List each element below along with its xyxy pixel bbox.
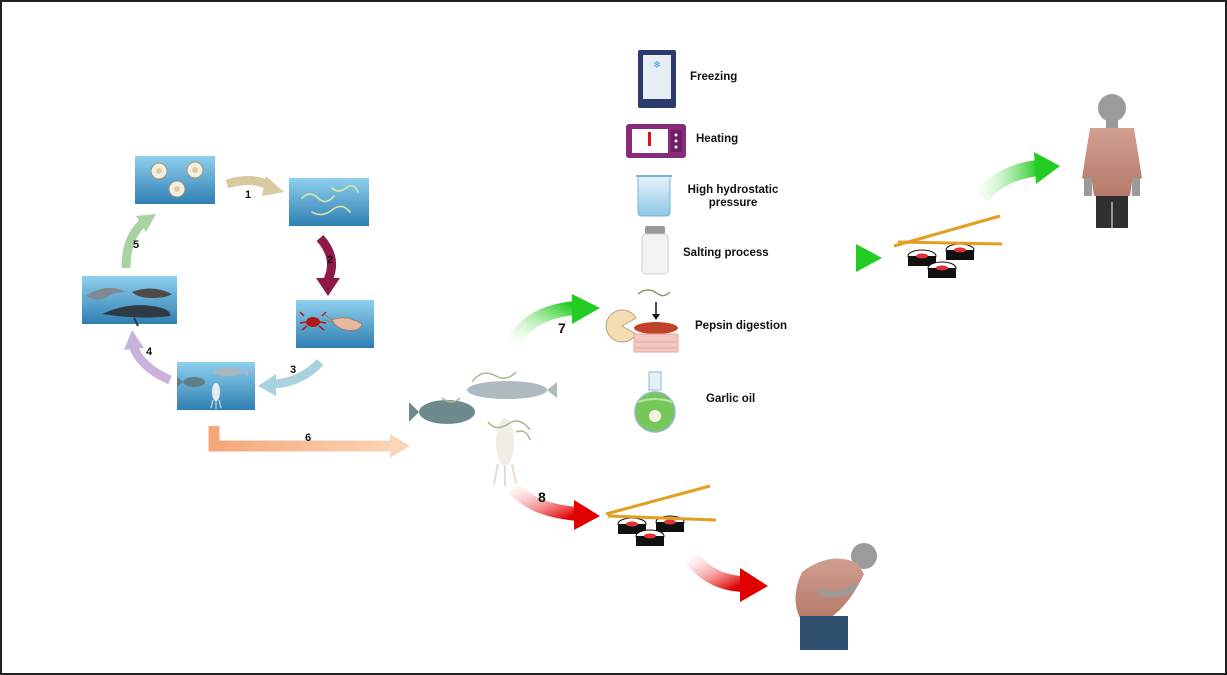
chopsticks-icon — [605, 484, 717, 522]
sushi-icon — [907, 243, 975, 278]
step-8-label: 8 — [538, 489, 546, 505]
step-7-label: 7 — [558, 320, 566, 336]
panel-crustaceans — [296, 300, 374, 348]
treatment-garlic-label: Garlic oil — [706, 393, 756, 405]
beaker-icon — [636, 175, 672, 217]
larva-icon — [441, 371, 531, 441]
arrow-1 — [225, 176, 284, 196]
treatment-hhp-label: High hydrostatic pressure — [682, 184, 784, 210]
treatment-freezing-label: Freezing — [690, 71, 738, 83]
treatment-hhp-line1: High hydrostatic — [687, 184, 779, 196]
pacman-enzyme-icon — [605, 309, 637, 343]
panel-mammals — [82, 276, 177, 327]
panel-fish — [177, 362, 255, 410]
squid-icon — [210, 383, 222, 409]
flask-icon — [634, 371, 676, 433]
arrow-2 — [316, 234, 340, 296]
treatment-salting-label: Salting process — [683, 247, 769, 259]
larva-icon — [301, 184, 359, 216]
larva-icon — [637, 289, 671, 320]
treatment-pepsin-label: Pepsin digestion — [695, 320, 788, 332]
panel-eggs — [135, 156, 215, 204]
fish-icon — [409, 381, 557, 424]
seal-icon — [132, 288, 172, 298]
infected-fish-cluster — [409, 371, 557, 486]
dolphin-icon — [86, 287, 126, 300]
chopsticks-icon — [893, 214, 1003, 248]
arrow-safe — [828, 244, 882, 272]
salt-shaker-icon — [641, 226, 669, 275]
panel-larvae — [289, 178, 369, 226]
svg-text:❄: ❄ — [653, 60, 661, 71]
fish-icon — [177, 368, 248, 387]
arrow-5 — [121, 214, 156, 269]
arrow-sick — [685, 552, 768, 602]
step-5-label: 5 — [133, 239, 140, 251]
arrow-4 — [124, 330, 172, 385]
arrow-8 — [508, 483, 600, 530]
step-3-label: 3 — [290, 364, 297, 376]
crab-icon — [299, 311, 327, 331]
step-1-label: 1 — [245, 189, 252, 201]
sick-person-icon — [795, 543, 877, 650]
arrow-7 — [507, 294, 600, 346]
shrimp-icon — [323, 313, 363, 331]
treatment-hhp-line2: pressure — [708, 197, 758, 209]
arrow-3 — [258, 358, 324, 396]
treatment-heating-label: Heating — [696, 133, 739, 145]
freezer-icon: ❄ — [638, 50, 676, 108]
step-4-label: 4 — [146, 346, 153, 358]
arrow-6 — [208, 426, 410, 458]
healthy-person-icon — [1082, 94, 1142, 228]
whale-icon — [102, 305, 171, 327]
arrow-healthy — [975, 152, 1060, 202]
squid-icon — [493, 418, 517, 486]
egg-icon — [150, 161, 204, 198]
microwave-icon — [626, 124, 686, 158]
sushi-icon — [617, 515, 685, 546]
step-2-label: 2 — [327, 254, 334, 266]
step-6-label: 6 — [305, 432, 312, 444]
fish-tissue-icon — [633, 322, 679, 353]
